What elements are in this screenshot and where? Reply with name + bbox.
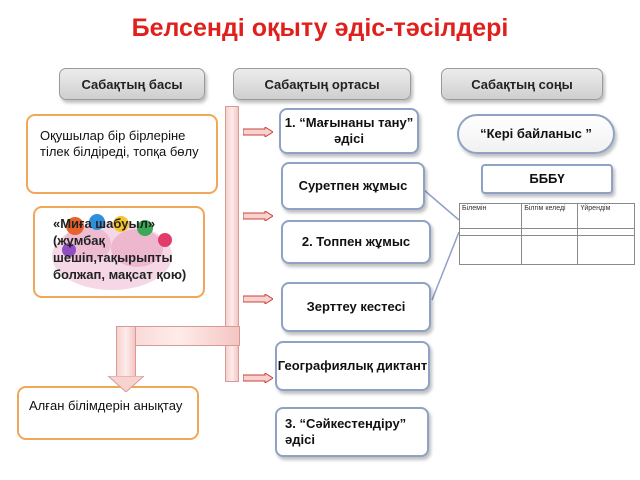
- page-title: Белсенді оқыту әдіс-тәсілдері: [131, 14, 509, 42]
- bby-header-row: Білемін Білгім келеді Үйрендім: [458, 203, 635, 229]
- arrow-right-icon: [243, 373, 273, 383]
- brain-image: [52, 214, 172, 290]
- bby-cell: [458, 228, 523, 236]
- bby-cell: [577, 235, 635, 265]
- method-1-box: 1. “Мағынаны тану” әдісі: [279, 108, 419, 154]
- knowledge-box: Алған білімдерін анықтау: [17, 386, 199, 440]
- phase-start-label: Сабақтың басы: [81, 76, 183, 92]
- bby-row: [458, 228, 635, 236]
- arrow-right-icon: [243, 294, 273, 304]
- bby-cell: [521, 228, 579, 236]
- bby-header-cell: Үйрендім: [577, 203, 635, 229]
- down-connector-bar: [116, 326, 136, 380]
- phase-start-header: Сабақтың басы: [59, 68, 205, 100]
- arrow-right-icon: [243, 127, 273, 137]
- bby-cell: [577, 228, 635, 236]
- phase-end-label: Сабақтың соңы: [471, 76, 573, 92]
- greeting-box: Оқушылар бір бірлеріне тілек білдіреді, …: [26, 114, 218, 194]
- research-table-label: Зерттеу кестесі: [306, 298, 406, 314]
- picture-work-label: Суретпен жұмыс: [298, 177, 408, 193]
- geo-dictation-box: Географиялық диктант: [275, 341, 430, 391]
- bby-header-cell: Білемін: [458, 203, 523, 229]
- method-2-label: 2. Топпен жұмыс: [301, 233, 411, 249]
- greeting-text: Оқушылар бір бірлеріне тілек білдіреді, …: [40, 128, 199, 160]
- method-2-box: 2. Топпен жұмыс: [281, 220, 431, 264]
- method-3-box: 3. “Сәйкестендіру” әдісі: [275, 407, 429, 457]
- down-arrow-icon: [108, 376, 144, 392]
- picture-work-box: Суретпен жұмыс: [281, 162, 425, 210]
- bby-header-cell: Білгім келеді: [521, 203, 579, 229]
- arrow-right-icon: [243, 211, 273, 221]
- bby-title-box: БББҮ: [481, 164, 613, 194]
- method-1-label: 1. “Мағынаны тану” әдісі: [284, 114, 414, 146]
- bby-row: [458, 235, 635, 265]
- bby-cell: [521, 235, 579, 265]
- brainstorm-box: «Миға шабуыл» (жұмбақ шешіп,тақырыпты бо…: [33, 206, 205, 298]
- feedback-label: “Кері байланыс ”: [480, 125, 592, 141]
- bby-table: Білемін Білгім келеді Үйрендім: [458, 203, 635, 265]
- brainstorm-text: «Миға шабуыл» (жұмбақ шешіп,тақырыпты бо…: [53, 216, 187, 282]
- bby-title: БББҮ: [529, 170, 565, 186]
- bby-cell: [458, 235, 523, 265]
- phase-end-header: Сабақтың соңы: [441, 68, 603, 100]
- vertical-connector-bar: [225, 106, 239, 382]
- phase-middle-header: Сабақтың ортасы: [233, 68, 411, 100]
- feedback-box: “Кері байланыс ”: [457, 114, 615, 154]
- phase-middle-label: Сабақтың ортасы: [264, 76, 380, 92]
- geo-dictation-label: Географиялық диктант: [277, 357, 428, 373]
- method-3-label: 3. “Сәйкестендіру” әдісі: [285, 415, 407, 447]
- knowledge-text: Алған білімдерін анықтау: [29, 398, 183, 413]
- research-table-box: Зерттеу кестесі: [281, 282, 431, 332]
